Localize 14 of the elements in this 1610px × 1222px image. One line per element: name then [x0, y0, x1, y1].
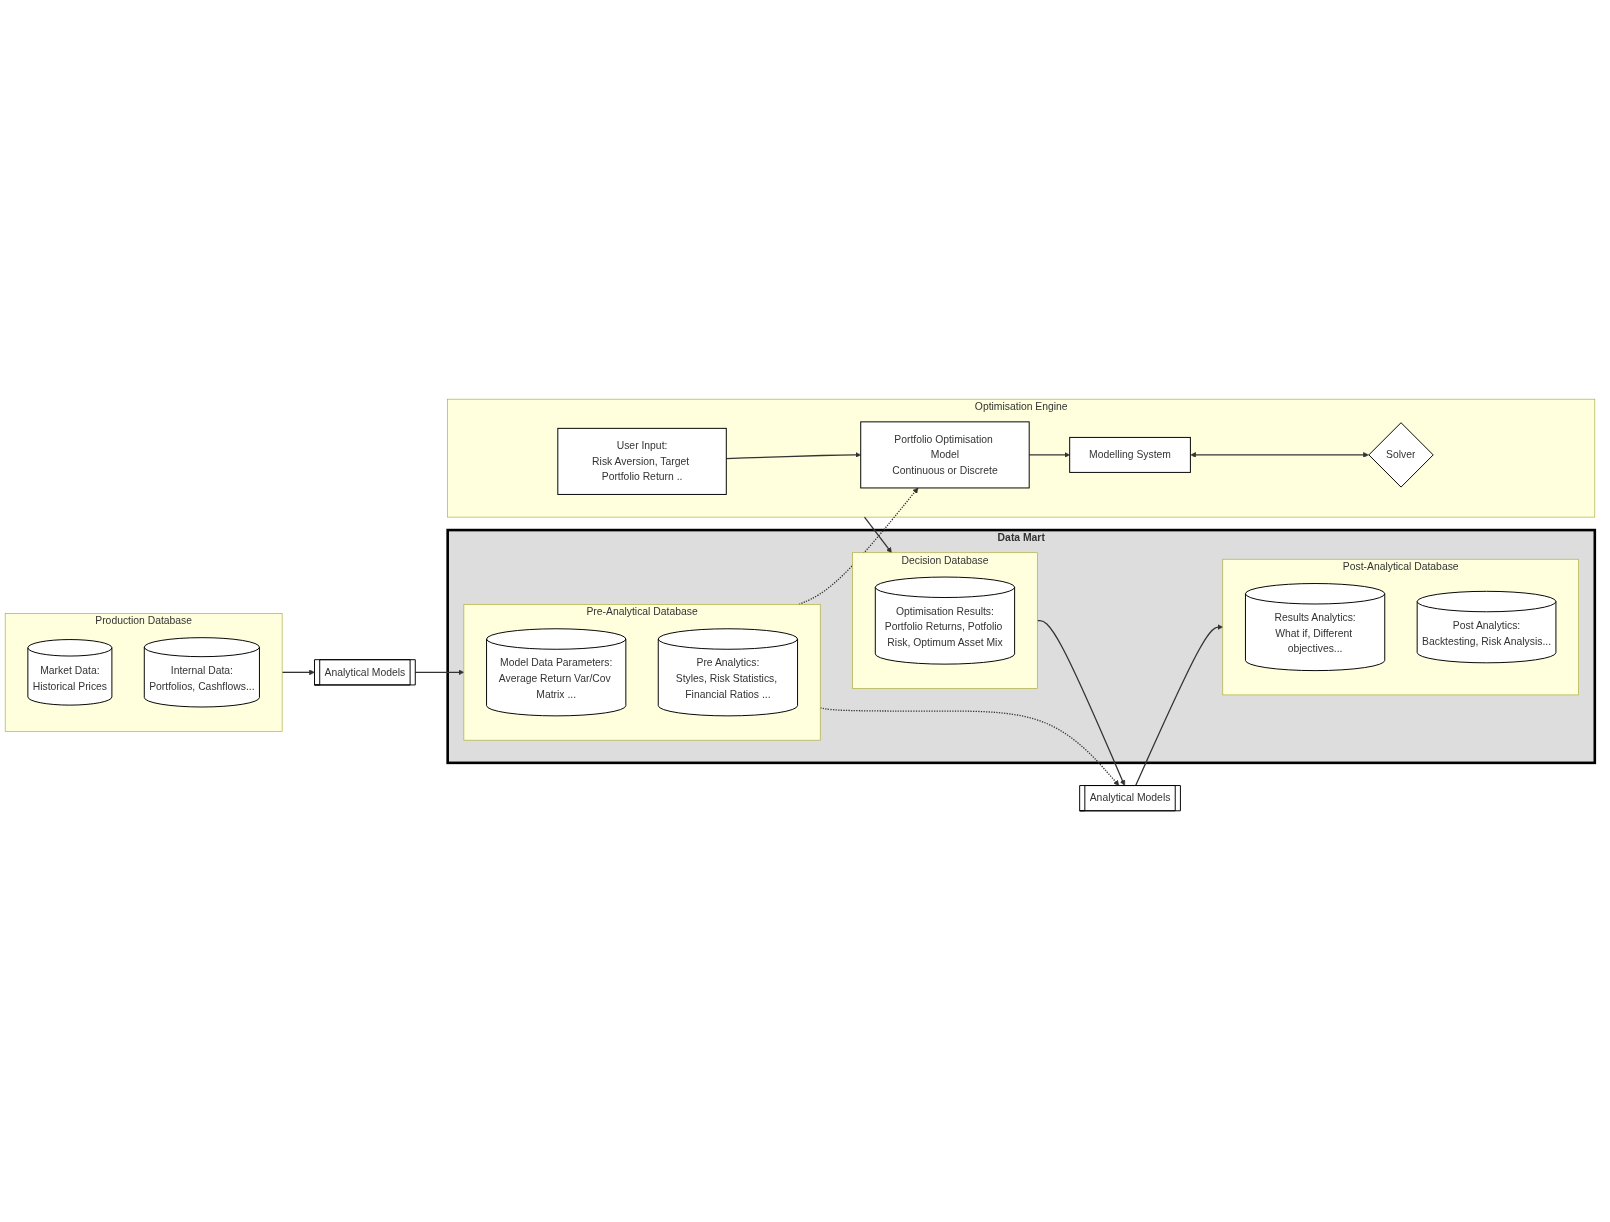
arrow — [725, 452, 861, 460]
arrow — [414, 669, 465, 676]
arrow — [1135, 624, 1224, 787]
arrow — [281, 669, 315, 676]
arrow — [798, 487, 919, 606]
arrow — [1028, 452, 1070, 458]
arrow — [1036, 619, 1126, 786]
node-box: User Input: Risk Aversion, Target Portfolio Return .. — [557, 427, 727, 495]
arrow — [1190, 452, 1369, 458]
node-box: Modelling System — [1069, 436, 1191, 473]
node-box: Portfolio Optimisation Model Continuous or Discrete — [860, 421, 1030, 489]
arrow — [819, 707, 1120, 786]
arrow — [863, 516, 892, 553]
node-diamond: Solver — [1368, 422, 1434, 488]
